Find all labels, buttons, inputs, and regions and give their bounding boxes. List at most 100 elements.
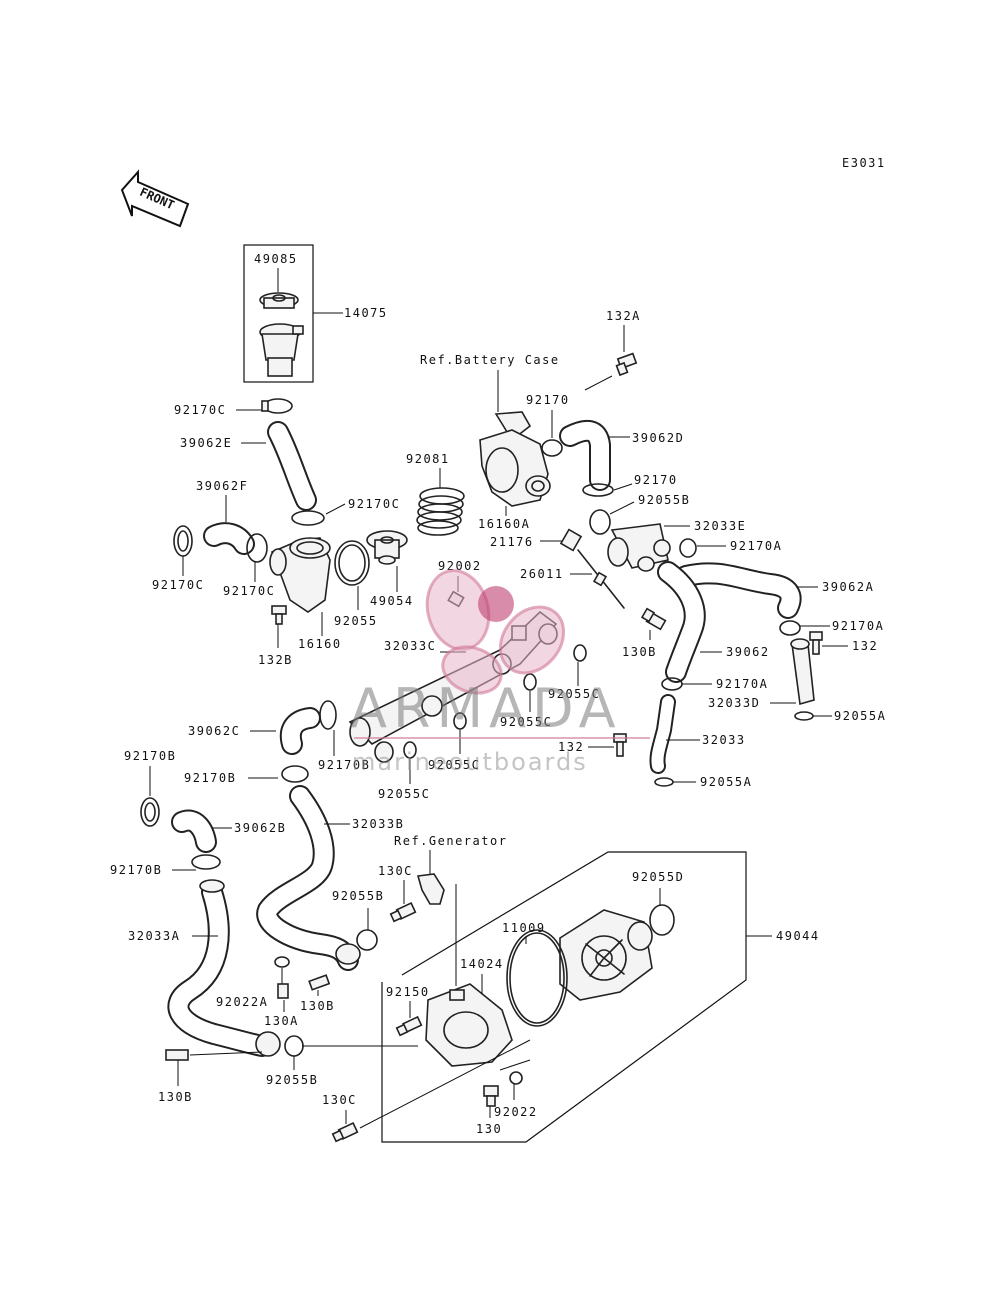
o-ring-92055C-a-icon [573, 644, 587, 662]
bolt-92150-icon [395, 1015, 423, 1037]
label-39062: 39062 [726, 645, 770, 659]
clamp-92170B-top-icon [140, 797, 160, 827]
o-ring-92055B-low-icon [284, 1035, 304, 1057]
fitting-130B-left-icon [165, 1049, 263, 1061]
clamp-92170A-right-icon [679, 538, 697, 558]
spring-92081-icon [416, 487, 465, 536]
label-49044: 49044 [776, 929, 820, 943]
fitting-130A-icon [277, 983, 289, 999]
bolt-130B-low-icon [308, 974, 331, 991]
label-39062E: 39062E [180, 436, 232, 450]
label-132-mid: 132 [558, 740, 584, 754]
clamp-92170B-c-icon [319, 700, 337, 730]
sensor-21176-icon [559, 528, 625, 609]
bolt-132B-icon [271, 605, 287, 625]
propeller-logo-icon [425, 569, 566, 695]
label-11009: 11009 [502, 921, 546, 935]
label-92170C-mid: 92170C [348, 497, 400, 511]
watermark: ARMADA marineoutboards [350, 569, 650, 776]
clamp-92170A-far-icon [779, 620, 801, 636]
label-39062F: 39062F [196, 479, 248, 493]
bolt-130C-low-icon [331, 1122, 359, 1143]
label-32033: 32033 [702, 733, 746, 747]
label-92170-mid: 92170 [634, 473, 678, 487]
label-92022: 92022 [494, 1105, 538, 1119]
clamp-92170-mid-icon [582, 483, 614, 497]
label-92055A-top: 92055A [834, 709, 886, 723]
label-39062B: 39062B [234, 821, 286, 835]
label-130B-low: 130B [300, 999, 335, 1013]
clamp-92170C-mid-icon [291, 510, 325, 526]
label-92055C-c: 92055C [428, 758, 480, 772]
o-ring-92055C-d-icon [403, 741, 417, 759]
bracket-icon [416, 873, 445, 905]
label-92055: 92055 [334, 614, 378, 628]
label-132B: 132B [258, 653, 293, 667]
bolt-132A-icon [615, 352, 638, 377]
pump-group-frame [381, 851, 747, 1143]
o-ring-92055-icon [334, 540, 370, 586]
label-130B-left: 130B [158, 1090, 193, 1104]
o-ring-92055A-low-icon [654, 777, 674, 787]
clamp-92170C-low-icon [246, 533, 268, 563]
bolt-130B-mid-icon [640, 607, 667, 631]
washer-92022-icon [509, 1071, 523, 1085]
washer-92022A-icon [274, 956, 290, 968]
label-32033A: 32033A [128, 929, 180, 943]
label-14075: 14075 [344, 306, 388, 320]
label-92170A-low: 92170A [716, 677, 768, 691]
clamp-92170B-mid-icon [281, 765, 309, 783]
label-21176: 21176 [490, 535, 534, 549]
clamp-92170-top-icon [541, 439, 563, 457]
label-32033D: 32033D [708, 696, 760, 710]
label-92170C-left: 92170C [152, 578, 204, 592]
watermark-brand: ARMADA [350, 677, 622, 740]
label-49085: 49085 [254, 252, 298, 266]
label-92002: 92002 [438, 559, 482, 573]
label-14024: 14024 [460, 957, 504, 971]
label-130A: 130A [264, 1014, 299, 1028]
label-92055B-low: 92055B [266, 1073, 318, 1087]
label-16160A: 16160A [478, 517, 530, 531]
label-32033B: 32033B [352, 817, 404, 831]
label-16160: 16160 [298, 637, 342, 651]
ref-generator: Ref.Generator [394, 834, 507, 848]
o-ring-92055C-c-icon [453, 712, 467, 730]
label-130C-top: 130C [378, 864, 413, 878]
o-ring-92055D-icon [649, 904, 675, 936]
o-ring-11009-icon [506, 929, 568, 1027]
label-32033C: 32033C [384, 639, 436, 653]
thermostat-housing-16160-icon [269, 537, 331, 613]
label-92055B-top: 92055B [638, 493, 690, 507]
watermark-tagline: marineoutboards [352, 748, 588, 776]
label-26011: 26011 [520, 567, 564, 581]
label-92170C-low: 92170C [223, 584, 275, 598]
label-130: 130 [476, 1122, 502, 1136]
label-92081: 92081 [406, 452, 450, 466]
label-92150: 92150 [386, 985, 430, 999]
label-92055C-d: 92055C [378, 787, 430, 801]
label-49054: 49054 [370, 594, 414, 608]
label-92170B-top: 92170B [124, 749, 176, 763]
o-ring-92055B-top-icon [589, 509, 611, 535]
label-92055C-b: 92055C [500, 715, 552, 729]
housing-16160A-icon [479, 411, 551, 507]
clamp-92170B-low-icon [191, 854, 221, 870]
label-92170B-low: 92170B [110, 863, 162, 877]
label-92055C-a: 92055C [548, 687, 600, 701]
front-arrow-icon: FRONT [120, 169, 190, 228]
o-ring-92055B-mid-icon [356, 929, 378, 951]
label-92170C-top: 92170C [174, 403, 226, 417]
pump-cover-14024-icon [425, 983, 513, 1067]
bolt-132-right-icon [809, 631, 823, 655]
clamp-92170C-left-icon [173, 525, 193, 557]
label-130C-low: 130C [322, 1093, 357, 1107]
label-39062A: 39062A [822, 580, 874, 594]
label-92170B-c: 92170B [318, 758, 370, 772]
label-92170A-far: 92170A [832, 619, 884, 633]
label-32033E: 32033E [694, 519, 746, 533]
label-39062D: 39062D [632, 431, 684, 445]
pipe-end-icon [255, 1031, 281, 1057]
